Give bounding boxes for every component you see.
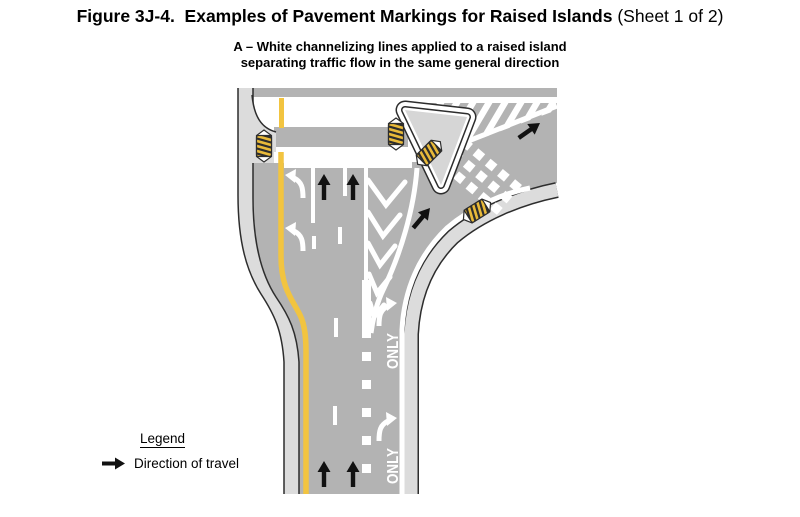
figure-title-sheet: (Sheet 1 of 2)	[617, 6, 724, 26]
subtitle-line-1: A – White channelizing lines applied to …	[233, 39, 567, 54]
left-curb	[237, 88, 300, 494]
lane-line-center	[333, 168, 347, 425]
top-cross-road	[252, 88, 557, 103]
channelizing-gap	[274, 152, 412, 163]
yellow-edge-line	[278, 152, 309, 494]
lane-line-left	[311, 168, 316, 249]
yellow-edge-line	[279, 98, 284, 128]
only-marking: ONLY	[385, 448, 402, 484]
channelizing-line-marking	[362, 168, 371, 338]
only-marking: ONLY	[385, 333, 402, 369]
edge-line-marking	[274, 147, 412, 152]
object-marker	[387, 118, 405, 150]
edge-line-marking	[284, 163, 412, 168]
figure-title-main: Figure 3J-4. Examples of Pavement Markin…	[76, 6, 613, 26]
legend-item: Direction of travel	[102, 456, 239, 471]
legend: Legend Direction of travel	[102, 431, 239, 471]
dotted-lane-line	[362, 352, 371, 473]
right-curb	[403, 182, 559, 494]
legend-item-label: Direction of travel	[134, 456, 240, 471]
subtitle-line-2: separating traffic flow in the same gene…	[240, 54, 560, 70]
edge-line-marking	[262, 97, 557, 103]
object-marker	[255, 130, 273, 162]
chevron-markings	[365, 177, 408, 323]
right-arrow-icon	[102, 457, 125, 470]
legend-heading: Legend	[140, 431, 186, 448]
figure-subtitle: A – White channelizing lines applied to …	[0, 39, 800, 70]
figure-title: Figure 3J-4. Examples of Pavement Markin…	[0, 6, 800, 27]
